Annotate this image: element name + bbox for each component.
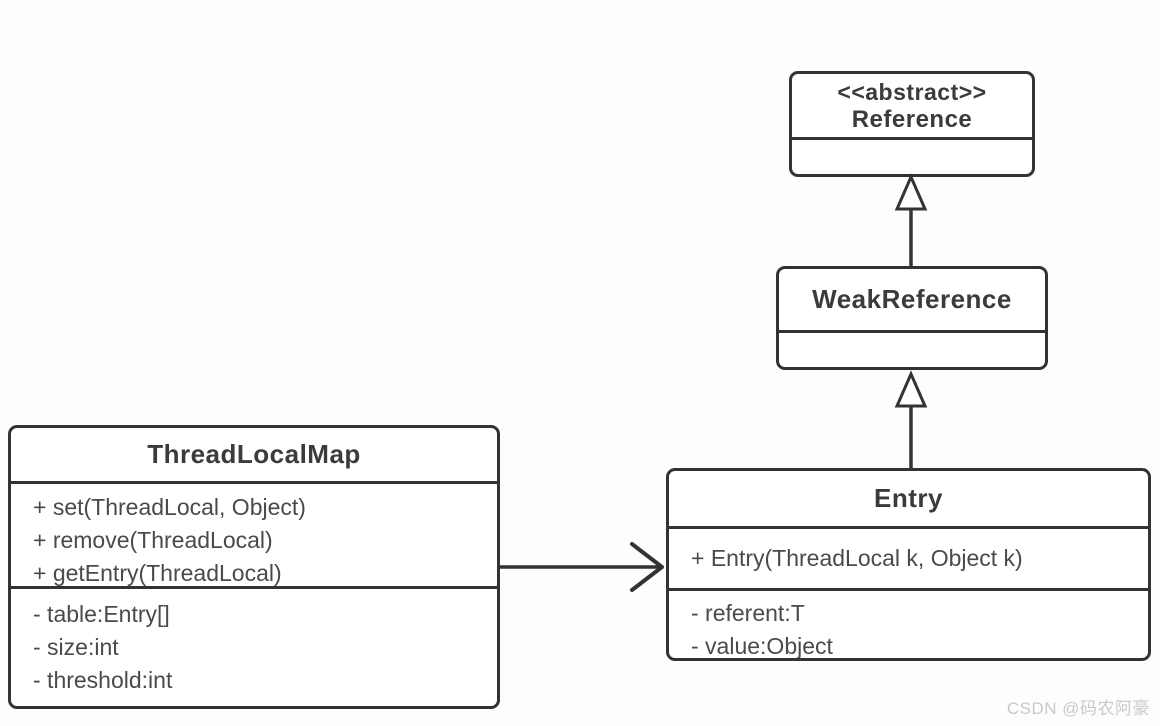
class-attributes-threadlocalmap: - table:Entry[] - size:int - threshold:i… xyxy=(11,589,497,706)
class-attributes-entry: - referent:T - value:Object xyxy=(669,591,1148,659)
attribute-size: - size:int xyxy=(33,634,119,660)
attribute-value: - value:Object xyxy=(691,633,833,659)
class-name-entry: Entry xyxy=(874,483,943,513)
class-title-weakreference: WeakReference xyxy=(779,269,1045,333)
class-methods-threadlocalmap: + set(ThreadLocal, Object) + remove(Thre… xyxy=(11,484,497,589)
class-box-threadlocalmap: ThreadLocalMap + set(ThreadLocal, Object… xyxy=(8,425,500,709)
class-name-reference: Reference xyxy=(851,105,973,133)
class-box-weakreference: WeakReference xyxy=(776,266,1048,370)
attribute-threshold: - threshold:int xyxy=(33,667,173,693)
method-getentry: + getEntry(ThreadLocal) xyxy=(33,560,282,586)
class-name-weakreference: WeakReference xyxy=(812,284,1012,314)
method-entry-constructor: + Entry(ThreadLocal k, Object k) xyxy=(691,545,1023,571)
class-box-entry: Entry + Entry(ThreadLocal k, Object k) -… xyxy=(666,468,1151,661)
csdn-watermark: CSDN @码农阿豪 xyxy=(1006,699,1150,718)
generalization-arrow-weakreference-to-reference xyxy=(894,173,928,266)
association-arrow-threadlocalmap-to-entry xyxy=(500,542,664,592)
method-remove: + remove(ThreadLocal) xyxy=(33,527,273,553)
attribute-referent: - referent:T xyxy=(691,600,805,626)
generalization-arrow-entry-to-weakreference xyxy=(894,370,928,468)
class-title-threadlocalmap: ThreadLocalMap xyxy=(11,428,497,484)
attribute-table: - table:Entry[] xyxy=(33,601,170,627)
class-members-weakreference-empty xyxy=(779,333,1045,367)
class-methods-entry: + Entry(ThreadLocal k, Object k) xyxy=(669,529,1148,591)
class-members-reference-empty xyxy=(792,140,1032,174)
class-name-threadlocalmap: ThreadLocalMap xyxy=(147,439,361,469)
stereotype-abstract: <<abstract>> xyxy=(837,78,987,105)
class-title-entry: Entry xyxy=(669,471,1148,529)
method-set: + set(ThreadLocal, Object) xyxy=(33,494,306,520)
class-box-reference: <<abstract>> Reference xyxy=(789,71,1035,177)
class-title-reference: <<abstract>> Reference xyxy=(792,74,1032,140)
